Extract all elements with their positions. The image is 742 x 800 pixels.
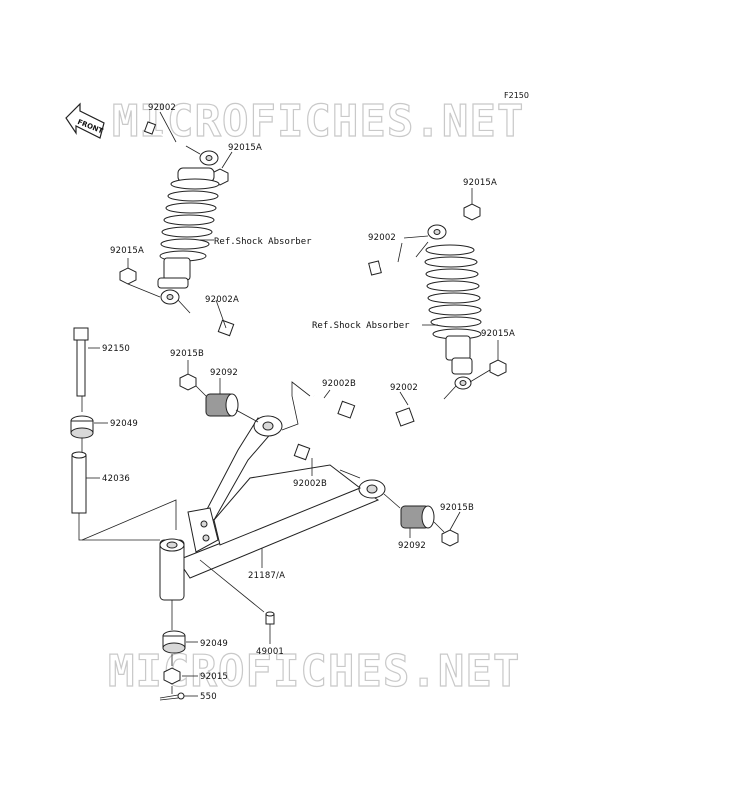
bolt-92002-top-left <box>143 121 187 147</box>
bushing-92092-right <box>400 505 435 529</box>
label-92002b-upper: 92002B <box>322 379 356 389</box>
label-92015a-top-right: 92015A <box>463 178 497 188</box>
label-92002a: 92002A <box>205 295 239 305</box>
left-spring <box>159 178 220 262</box>
label-92015b-left: 92015B <box>170 349 204 359</box>
label-92002b-lower: 92002B <box>293 479 327 489</box>
label-42036: 42036 <box>102 474 130 484</box>
left-shock-absorber <box>119 121 235 337</box>
label-92015b-right: 92015B <box>440 503 474 513</box>
label-92015: 92015 <box>200 672 228 682</box>
label-21187a: 21187/A <box>248 571 285 581</box>
watermark-top: MICROFICHES.NET <box>112 96 524 147</box>
bolt-92150 <box>73 327 89 397</box>
label-550: 550 <box>200 692 217 702</box>
label-92015a-top-left: 92015A <box>228 143 262 153</box>
diagram-code: F2150 <box>504 91 529 100</box>
label-92049-top: 92049 <box>110 419 138 429</box>
grease-fitting-49001 <box>265 611 275 625</box>
cap-92049-bottom <box>162 630 186 654</box>
label-92002-top-right: 92002 <box>368 233 396 243</box>
bolt-92002b-lower <box>293 443 339 470</box>
label-92092-right: 92092 <box>398 541 426 551</box>
label-92150: 92150 <box>102 344 130 354</box>
nut-92015b-right <box>441 529 459 547</box>
label-92015a-left: 92015A <box>110 246 144 256</box>
bolt-92002b-upper <box>313 394 356 419</box>
nut-92015b-left <box>179 373 197 391</box>
ref-shock-absorber-left: Ref.Shock Absorber <box>214 237 312 247</box>
cap-92049-top <box>70 415 94 439</box>
label-92049-bottom: 92049 <box>200 639 228 649</box>
a-arm-21187 <box>159 415 386 601</box>
label-92015a-right: 92015A <box>481 329 515 339</box>
ref-shock-absorber-right: Ref.Shock Absorber <box>312 321 410 331</box>
front-arrow-icon: FRONT <box>65 102 105 139</box>
pin-42036 <box>71 451 87 514</box>
right-spring <box>424 244 482 340</box>
label-92092-left: 92092 <box>210 368 238 378</box>
leader-lines <box>78 111 499 697</box>
label-92002-top-left: 92002 <box>148 103 176 113</box>
right-shock-absorber <box>368 203 507 427</box>
label-92002-bottom-right: 92002 <box>390 383 418 393</box>
nut-92015 <box>163 667 181 685</box>
part-labels: 92002 92015A 92015A 92002A 92015A 92002 … <box>102 103 515 702</box>
bushing-92092-left <box>205 393 239 417</box>
label-49001: 49001 <box>256 647 284 657</box>
